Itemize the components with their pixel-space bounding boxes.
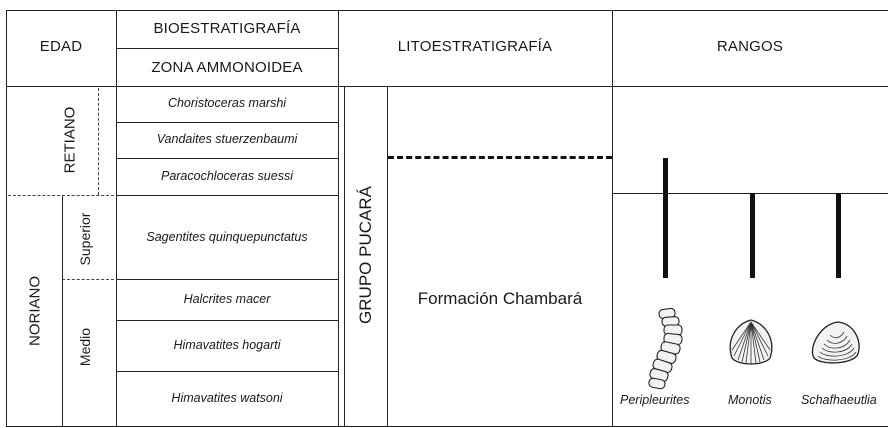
zona-ammonoidea-header: ZONA AMMONOIDEA	[151, 59, 303, 76]
substage-superior: Superior	[77, 212, 93, 266]
range-bar-monotis	[750, 193, 755, 278]
range-bar-schafhaeutlia	[836, 193, 841, 278]
zone-sagentites-quinquepunctatus: Sagentites quinquepunctatus	[146, 230, 308, 244]
schafhaeutlia-illustration	[811, 321, 860, 364]
range-bar-peripleurites	[663, 158, 668, 278]
stage-noriano: NORIANO	[26, 275, 44, 347]
grupo-pucara-label: GRUPO PUCARÁ	[356, 186, 375, 324]
litoestratigrafia-header: LITOESTRATIGRAFÍA	[397, 38, 553, 55]
zone-himavatites-watsoni: Himavatites watsoni	[171, 391, 283, 405]
bioestratigrafia-header: BIOESTRATIGRAFÍA	[153, 20, 301, 37]
edad-header: EDAD	[39, 38, 83, 55]
substage-medio: Medio	[77, 327, 93, 367]
monotis-illustration	[729, 319, 773, 365]
zone-vandaites-stuerzenbaumi: Vandaites stuerzenbaumi	[156, 132, 298, 146]
fossil-name-peripleurites: Peripleurites	[620, 393, 690, 407]
zone-paracochloceras-suessi: Paracochloceras suessi	[160, 169, 293, 183]
zone-halcrites-macer: Halcrites macer	[183, 292, 271, 306]
rangos-header: RANGOS	[716, 38, 784, 55]
formation-top-boundary	[388, 156, 612, 159]
fossil-name-monotis: Monotis	[728, 393, 772, 407]
fossil-name-schafhaeutlia: Schafhaeutlia	[801, 393, 877, 407]
formacion-chambara-label: Formación Chambará	[417, 289, 583, 308]
peripleurites-rib	[648, 377, 666, 390]
stage-retiano: RETIANO	[61, 106, 79, 174]
peripleurites-illustration	[648, 307, 683, 390]
zone-himavatites-hogarti: Himavatites hogarti	[173, 338, 281, 352]
zone-choristoceras-marshi: Choristoceras marshi	[167, 96, 287, 110]
